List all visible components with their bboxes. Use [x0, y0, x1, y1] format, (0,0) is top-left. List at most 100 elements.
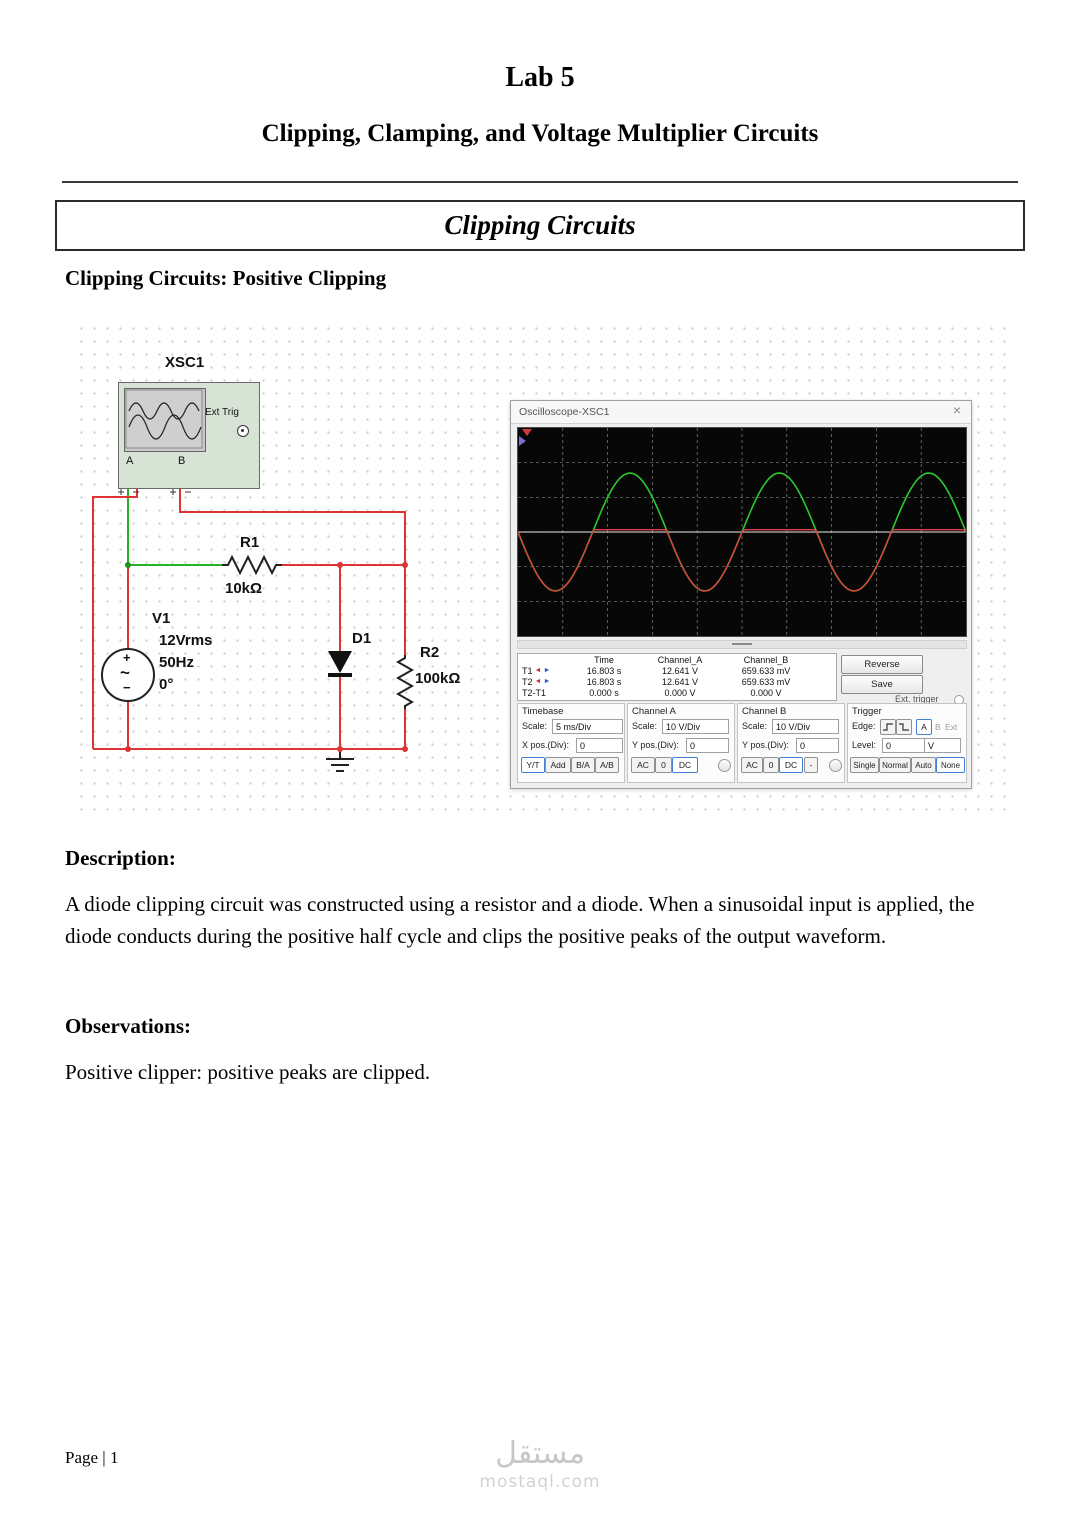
measurement-table: Time Channel_A Channel_B T1 ◄ ► 16.803 s… [517, 653, 837, 701]
trigger-normal-button[interactable]: Normal [879, 757, 911, 773]
channel-a-zero-button[interactable]: 0 [655, 757, 672, 773]
trigger-edge-label: Edge: [852, 721, 876, 731]
source-v1[interactable] [101, 648, 155, 702]
t1-left-arrow-icon[interactable]: ◄ [534, 667, 542, 674]
t1-channel-a: 12.641 V [661, 665, 699, 676]
r1-label: R1 [240, 534, 260, 551]
t1-right-arrow-icon[interactable]: ► [543, 667, 551, 674]
channel-a-panel: Channel A Scale: 10 V/Div Y pos.(Div): 0… [627, 703, 735, 783]
section-title: Clipping Circuits [444, 210, 636, 240]
channel-b-scale-field[interactable]: 10 V/Div [772, 719, 839, 734]
t1-row-label: T1 ◄ ► [518, 665, 566, 676]
falling-edge-button[interactable] [896, 719, 912, 735]
channel-b-scroll-icon[interactable] [829, 759, 842, 772]
t2-channel-b: 659.633 mV [741, 676, 791, 687]
trigger-source-a-button[interactable]: A [916, 719, 932, 735]
ext-trig-label: Ext Trig [205, 407, 239, 418]
ba-mode-button[interactable]: B/A [571, 757, 595, 773]
channel-b-scale-label: Scale: [742, 721, 768, 731]
trigger-auto-button[interactable]: Auto [911, 757, 936, 773]
trigger-source-ext-label[interactable]: Ext [945, 722, 958, 732]
ext-trig-terminal[interactable] [237, 425, 249, 437]
description-text: A diode clipping circuit was constructed… [65, 892, 975, 948]
observations-heading: Observations: [65, 1014, 191, 1038]
close-icon[interactable]: × [952, 402, 961, 418]
timebase-scale-label: Scale: [522, 721, 548, 731]
terminal-a-label: A [126, 455, 134, 467]
wire-red [92, 485, 406, 750]
channel-b-ac-button[interactable]: AC [741, 757, 763, 773]
oscilloscope-window: Oscilloscope-XSC1 × Time Channel_A Chann… [510, 400, 972, 789]
t2-left-arrow-icon[interactable]: ◄ [534, 678, 542, 685]
v1-plus-sign: + [123, 650, 131, 665]
channel-b-minus-button[interactable]: - [804, 757, 818, 773]
channel-b-ypos-field[interactable]: 0 [796, 738, 839, 753]
trigger-level-unit-field[interactable]: V [924, 738, 961, 753]
t1-label: T1 [522, 665, 533, 676]
ext-trigger-label: Ext. trigger [895, 694, 939, 704]
channel-a-scale-field[interactable]: 10 V/Div [662, 719, 729, 734]
v1-frequency: 50Hz [159, 654, 195, 671]
scope-scrollbar[interactable] [517, 640, 967, 649]
diode-d1[interactable] [328, 651, 352, 677]
resistor-r2[interactable] [395, 655, 415, 709]
channel-a-title: Channel A [632, 706, 676, 717]
scope-plot [517, 428, 967, 636]
window-title: Oscilloscope-XSC1 [519, 406, 610, 418]
t2t1-label: T2-T1 [522, 687, 547, 698]
save-button[interactable]: Save [841, 675, 923, 694]
ab-mode-button[interactable]: A/B [595, 757, 619, 773]
channel-b-panel: Channel B Scale: 10 V/Div Y pos.(Div): 0… [737, 703, 845, 783]
trigger-single-button[interactable]: Single [850, 757, 879, 773]
doc-subtitle: Clipping, Clamping, and Voltage Multipli… [261, 120, 819, 147]
window-titlebar[interactable]: Oscilloscope-XSC1 × [511, 401, 971, 424]
ground-symbol[interactable] [326, 749, 354, 772]
channel-a-ypos-field[interactable]: 0 [686, 738, 729, 753]
channel-a-scale-label: Scale: [632, 721, 658, 731]
trigger-level-label: Level: [852, 740, 877, 750]
r1-value: 10kΩ [225, 580, 263, 597]
trigger-level-field[interactable]: 0 [882, 738, 925, 753]
t2t1-time: 0.000 s [589, 687, 619, 698]
v1-sine-icon: ~ [120, 663, 130, 682]
timebase-xpos-field[interactable]: 0 [576, 738, 623, 753]
channel-a-dc-button[interactable]: DC [672, 757, 698, 773]
t2t1-channel-b: 0.000 V [750, 687, 782, 698]
v1-value: 12Vrms [159, 632, 213, 649]
trace-marker-icon[interactable] [522, 429, 532, 436]
r2-label: R2 [420, 644, 440, 661]
add-mode-button[interactable]: Add [545, 757, 571, 773]
t2-channel-a: 12.641 V [661, 676, 699, 687]
t2-time: 16.803 s [586, 676, 622, 687]
page-number: Page | 1 [65, 1448, 119, 1467]
terminal-b-label: B [178, 455, 186, 467]
trigger-none-button[interactable]: None [936, 757, 965, 773]
falling-edge-icon [899, 723, 909, 731]
t2-right-arrow-icon[interactable]: ► [543, 678, 551, 685]
rising-edge-button[interactable] [880, 719, 896, 735]
scroll-thumb[interactable] [732, 643, 752, 645]
timebase-scale-field[interactable]: 5 ms/Div [552, 719, 623, 734]
wire-green-channel-a [127, 485, 222, 566]
divider-rule [62, 181, 1018, 183]
channel-b-dc-button[interactable]: DC [779, 757, 803, 773]
timebase-xpos-label: X pos.(Div): [522, 740, 570, 750]
t2t1-channel-a: 0.000 V [664, 687, 696, 698]
channel-b-zero-button[interactable]: 0 [763, 757, 779, 773]
channel-a-ac-button[interactable]: AC [631, 757, 655, 773]
col-channel-a: Channel_A [657, 654, 703, 665]
description-heading: Description: [65, 846, 176, 870]
reverse-button[interactable]: Reverse [841, 655, 923, 674]
trigger-source-b-label[interactable]: B [935, 722, 941, 732]
doc-title: Lab 5 [505, 62, 575, 93]
resistor-r1[interactable] [222, 554, 282, 576]
oscilloscope-instrument[interactable]: Ext Trig A B [118, 382, 260, 489]
timebase-panel: Timebase Scale: 5 ms/Div X pos.(Div): 0 … [517, 703, 625, 783]
t1-channel-b: 659.633 mV [741, 665, 791, 676]
yt-mode-button[interactable]: Y/T [521, 757, 545, 773]
channel-a-scroll-icon[interactable] [718, 759, 731, 772]
time-marker-icon[interactable] [519, 436, 526, 446]
v1-phase: 0° [159, 676, 174, 693]
trigger-panel: Trigger Edge: A B Ext Level: 0 V Single … [847, 703, 967, 783]
